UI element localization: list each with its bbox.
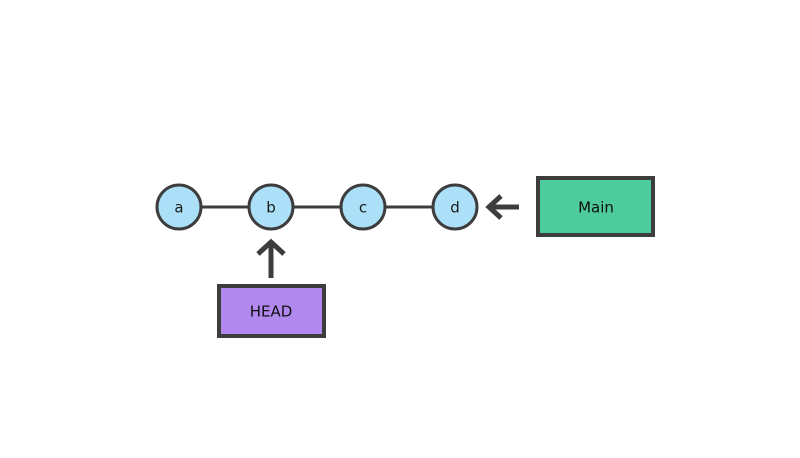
commit-circle-a[interactable] <box>155 183 203 231</box>
commit-label-c: c <box>359 199 367 217</box>
commit-circle-b[interactable] <box>247 183 295 231</box>
commit-node-b[interactable]: b <box>247 183 295 231</box>
main-branch-label: Main <box>578 199 614 217</box>
commit-node-d[interactable]: d <box>431 183 479 231</box>
head-rect[interactable] <box>217 284 326 338</box>
head-label: HEAD <box>250 303 293 321</box>
head-box[interactable]: HEAD <box>217 284 326 338</box>
commit-circle-d[interactable] <box>431 183 479 231</box>
main-arrow-head-icon <box>485 194 503 220</box>
commit-label-b: b <box>266 199 276 217</box>
main-branch-box[interactable]: Main <box>536 176 655 237</box>
commit-circle-c[interactable] <box>339 183 387 231</box>
commit-label-a: a <box>174 199 183 217</box>
main-to-d-arrow <box>485 194 519 220</box>
head-to-b-arrow <box>256 238 286 278</box>
head-arrow-head-icon <box>256 238 286 256</box>
commit-node-a[interactable]: a <box>155 183 203 231</box>
commit-node-c[interactable]: c <box>339 183 387 231</box>
commit-label-d: d <box>450 199 460 217</box>
main-branch-rect[interactable] <box>536 176 655 237</box>
